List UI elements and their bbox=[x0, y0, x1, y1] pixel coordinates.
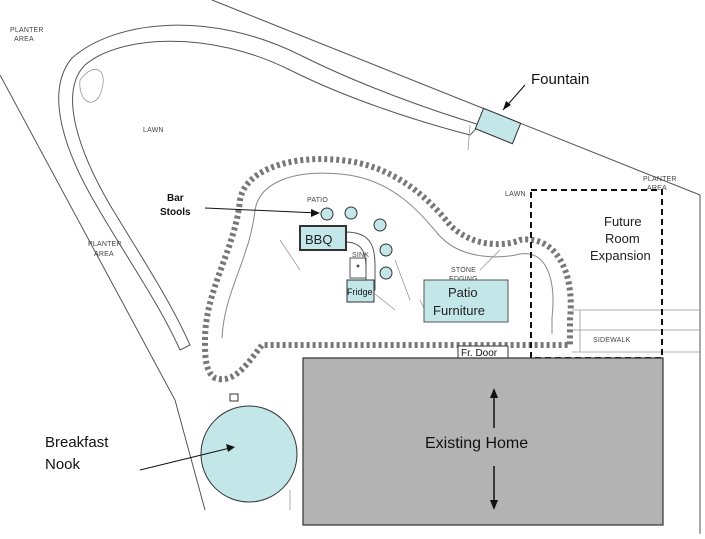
sink bbox=[349, 257, 367, 279]
bbq-box bbox=[299, 225, 347, 251]
bar-stools-arrow bbox=[204, 207, 319, 214]
breakfast-nook-label-line2: Nook bbox=[45, 456, 81, 473]
svg-text:PLANTER: PLANTER bbox=[10, 27, 44, 34]
home-arrowhead-down bbox=[490, 500, 498, 510]
bar-stools-arrowhead bbox=[311, 209, 320, 217]
patio-outline bbox=[201, 156, 574, 383]
breakfast-nook-circle bbox=[200, 405, 298, 503]
patio-furniture: Patio Furniture bbox=[423, 279, 509, 323]
fountain: Fountain bbox=[474, 71, 589, 145]
svg-text:STONE: STONE bbox=[451, 267, 476, 274]
lawn-label-top: LAWN bbox=[143, 127, 164, 134]
sketch-details bbox=[279, 124, 700, 510]
bar-stool bbox=[320, 207, 334, 221]
patio-furniture-box bbox=[423, 279, 509, 323]
sink-label: SINK bbox=[352, 252, 369, 259]
bbq-label: BBQ bbox=[305, 232, 332, 247]
fridge-box bbox=[346, 279, 375, 303]
front-door[interactable]: Fr. Door bbox=[457, 345, 509, 359]
bar-stool bbox=[379, 266, 393, 280]
fridge-label: Fridge bbox=[347, 287, 373, 297]
bar-stools: Bar Stools bbox=[160, 193, 393, 280]
svg-text:AREA: AREA bbox=[14, 36, 34, 43]
future-room-expansion: Future Room Expansion bbox=[530, 189, 663, 359]
bbq: BBQ bbox=[299, 225, 347, 251]
bar-stool bbox=[344, 206, 358, 220]
future-room-outline bbox=[530, 189, 663, 359]
planter-area-left-label: PLANTER AREA bbox=[88, 241, 122, 258]
front-door-label: Fr. Door bbox=[461, 348, 498, 359]
home-arrowhead-up bbox=[490, 388, 498, 398]
fountain-box bbox=[474, 107, 522, 145]
bar-stools-label-line2: Stools bbox=[160, 207, 191, 218]
svg-text:AREA: AREA bbox=[94, 251, 114, 258]
breakfast-nook-arrowhead bbox=[226, 444, 235, 452]
future-room-label-line2: Room bbox=[605, 231, 640, 246]
planter-area-right-label: PLANTER AREA bbox=[643, 176, 677, 192]
lawn-label-right: LAWN bbox=[505, 191, 526, 198]
future-room-label-line3: Expansion bbox=[590, 248, 651, 263]
existing-home: Existing Home bbox=[302, 357, 664, 526]
breakfast-nook-arrow bbox=[139, 447, 231, 471]
svg-text:AREA: AREA bbox=[647, 185, 667, 192]
fountain-label: Fountain bbox=[531, 71, 589, 88]
future-room-label-line1: Future bbox=[604, 214, 642, 229]
fridge: Fridge bbox=[346, 279, 375, 303]
svg-text:PLANTER: PLANTER bbox=[643, 176, 677, 183]
bar-stools-label-line1: Bar bbox=[167, 193, 184, 204]
bar-stool bbox=[373, 218, 387, 232]
lawn-path bbox=[58, 24, 481, 351]
svg-text:PLANTER: PLANTER bbox=[88, 241, 122, 248]
sidewalk-label: SIDEWALK bbox=[593, 337, 631, 344]
patio-furniture-label-line2: Furniture bbox=[433, 303, 485, 318]
bar-stool bbox=[379, 243, 393, 257]
fountain-arrowhead bbox=[503, 101, 511, 110]
existing-home-label: Existing Home bbox=[425, 435, 528, 452]
nook-marker bbox=[229, 393, 239, 402]
planter-area-top-left-label: PLANTER AREA bbox=[10, 27, 44, 43]
breakfast-nook: Breakfast Nook bbox=[45, 393, 298, 503]
patio-label: PATIO bbox=[307, 197, 328, 204]
existing-home-box bbox=[302, 357, 664, 526]
patio-furniture-label-line1: Patio bbox=[448, 285, 478, 300]
breakfast-nook-label-line1: Breakfast bbox=[45, 434, 109, 451]
